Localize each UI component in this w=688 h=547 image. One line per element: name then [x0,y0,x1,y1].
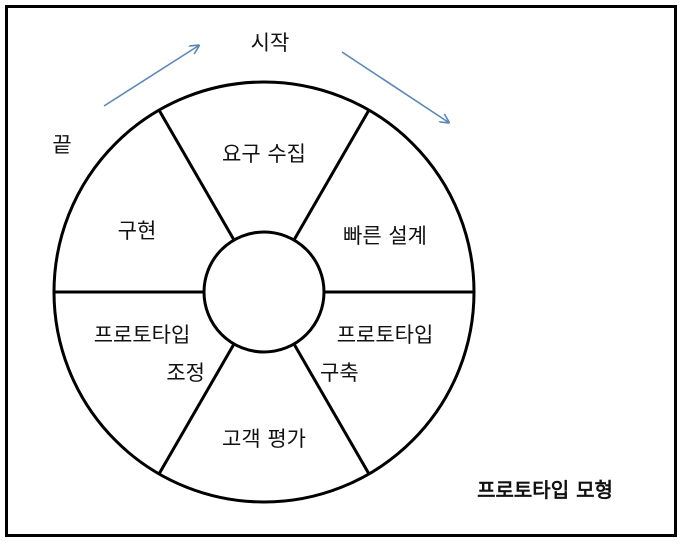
segment-quick-design: 빠른 설계 [343,224,427,248]
segment-refine-line1: 프로토타입 [94,323,191,347]
segment-refine-line2: 조정 [166,361,205,385]
arrow-right [341,51,448,122]
spoke-upper-right [292,109,371,241]
end-label: 끝 [52,133,71,157]
segment-build-line1: 프로토타입 [337,323,434,347]
inner-circle [202,230,326,354]
spoke-lower-left [157,343,236,475]
segment-evaluation: 고객 평가 [222,427,306,451]
spoke-upper-left [157,109,236,241]
start-label: 시작 [251,31,290,55]
diagram-frame [5,5,677,537]
arrow-left [103,46,198,107]
segment-build-line2: 구축 [320,361,359,385]
spoke-lower-right [292,343,371,475]
segment-requirements: 요구 수집 [222,142,306,166]
diagram-caption: 프로토타입 모형 [477,478,613,502]
segment-implementation: 구현 [118,219,157,243]
